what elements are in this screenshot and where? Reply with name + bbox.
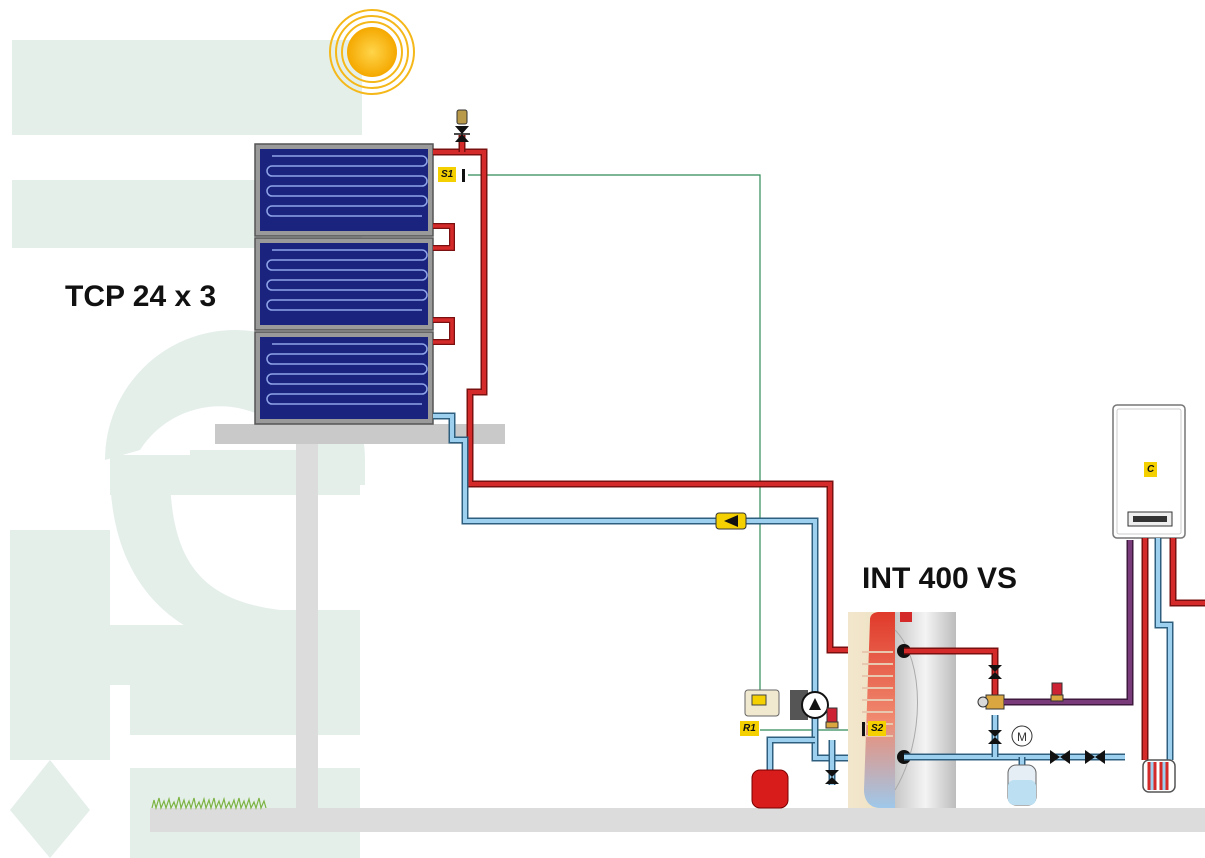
- sensor-wire: [468, 174, 850, 731]
- shutoff-valve-icon: [988, 665, 1002, 744]
- sensor-tag-s2: S2: [868, 721, 887, 736]
- ground-slab: [150, 808, 1205, 832]
- sensor-tag-s1: S1: [438, 167, 457, 182]
- solar-collector-panel: [254, 237, 434, 331]
- collector-support-platform: [215, 424, 505, 444]
- sensor-probe-s1: [462, 169, 465, 182]
- boiler-tag-c: C: [1144, 462, 1158, 477]
- sensor-probe-s2: [862, 722, 865, 736]
- solar-collector-panel: [254, 331, 434, 425]
- collector-support-leg: [296, 440, 318, 810]
- inlet-valves-icon: [1050, 750, 1105, 764]
- collector-model-label: TCP 24 x 3: [65, 280, 217, 313]
- expansion-vessel-icon: [751, 769, 789, 809]
- hot-flow-pipe: [433, 135, 865, 654]
- thermostatic-mixing-valve-icon: [977, 694, 1005, 710]
- solar-collector-panel: [254, 143, 434, 237]
- collector-interconnects: [433, 223, 455, 345]
- dhw-expansion-vessel-icon: M: [1007, 725, 1037, 806]
- dhw-outlet-pipe: [904, 647, 999, 700]
- safety-valve-icon: [1050, 682, 1064, 702]
- svg-text:M: M: [1017, 730, 1027, 744]
- air-vent-icon: [454, 109, 470, 142]
- floor-heating-coil-icon: [1142, 759, 1176, 793]
- solar-collector-array: [254, 143, 434, 425]
- check-valve-icon: [715, 512, 747, 530]
- mixed-water-pipe: [1004, 540, 1134, 706]
- circulation-pump-icon: [790, 690, 829, 720]
- storage-tank: [848, 612, 956, 808]
- drain-valve-icon: [825, 770, 839, 784]
- tank-model-label: INT 400 VS: [862, 562, 1018, 595]
- sun-icon: [329, 9, 415, 95]
- solar-controller-icon: [744, 689, 780, 717]
- safety-valve-icon: [825, 707, 839, 729]
- grass: [151, 796, 267, 811]
- boiler-dhw-pipes: [1141, 538, 1205, 760]
- controller-tag-r1: R1: [740, 721, 759, 736]
